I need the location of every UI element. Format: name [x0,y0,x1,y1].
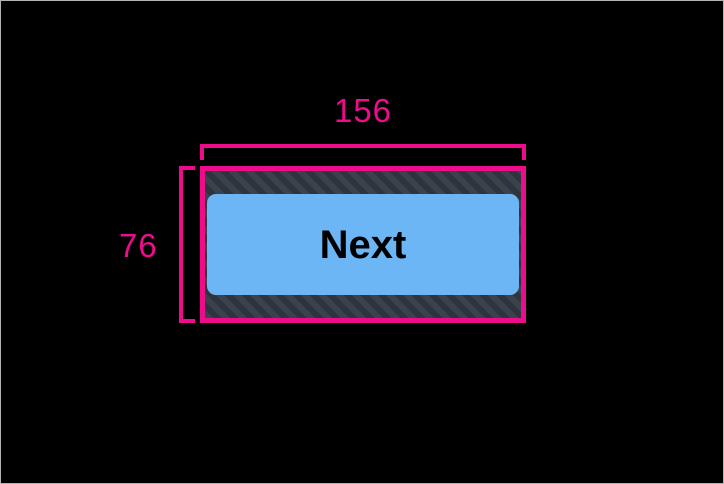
next-button-label: Next [319,222,407,267]
next-button-container[interactable]: Next [205,171,521,318]
height-dimension-bracket [179,166,195,323]
width-dimension-bracket [200,144,526,160]
next-button[interactable]: Next [207,194,519,295]
width-dimension-label: 156 [333,92,393,129]
height-dimension-label: 76 [119,227,158,264]
padding-hatch-band-top [205,171,521,194]
measurement-highlight-box: Next [200,166,526,323]
padding-hatch-band-bottom [205,295,521,318]
